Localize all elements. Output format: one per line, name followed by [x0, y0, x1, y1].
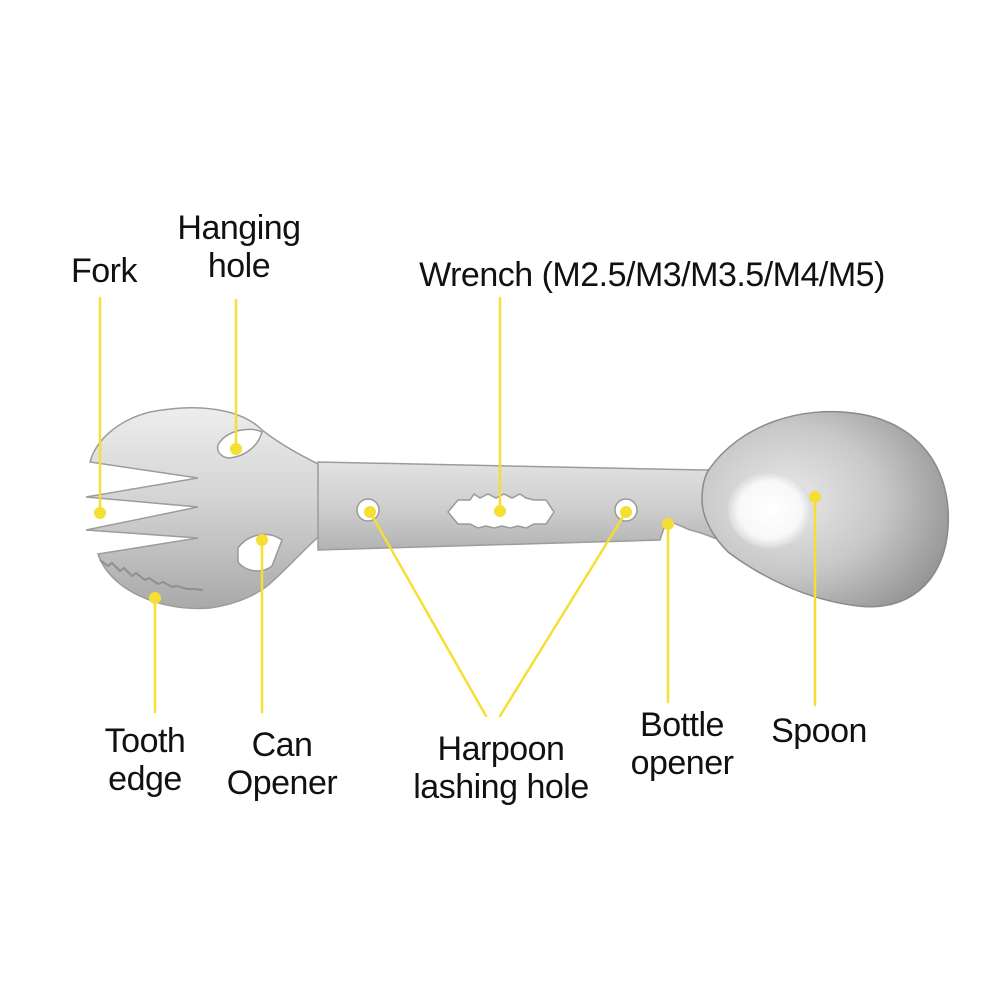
dot-can-opener [256, 534, 268, 546]
dot-fork [94, 507, 106, 519]
marker-dots [94, 443, 821, 604]
can-opener-notch [237, 533, 283, 572]
hanging-hole [216, 428, 263, 459]
label-hanging-hole-line1: Hanging [177, 209, 301, 247]
label-harpoon-line1: Harpoon [437, 730, 565, 768]
label-can-opener: Can Opener [212, 726, 352, 802]
dot-bottle-opener [662, 518, 674, 530]
label-wrench-text: Wrench (M2.5/M3/M3.5/M4/M5) [419, 256, 885, 294]
label-wrench: Wrench (M2.5/M3/M3.5/M4/M5) [392, 256, 912, 294]
label-bottle-opener-line1: Bottle [640, 706, 724, 744]
label-fork-text: Fork [71, 252, 138, 290]
dot-hanging-hole [230, 443, 242, 455]
dot-harpoon-left [364, 506, 376, 518]
spoon-bowl [701, 410, 950, 608]
label-hanging-hole-line2: hole [207, 247, 271, 285]
dot-harpoon-right [620, 506, 632, 518]
label-tooth-edge-line2: edge [108, 760, 182, 798]
label-can-opener-line2: Opener [226, 764, 338, 802]
label-fork: Fork [64, 252, 144, 290]
leader-harpoon-right [498, 510, 628, 718]
tooth-edge-serration [99, 559, 204, 591]
label-hanging-hole: Hanging hole [166, 209, 312, 285]
dot-tooth-edge [149, 592, 161, 604]
label-can-opener-line1: Can [251, 726, 313, 764]
dot-wrench [494, 505, 506, 517]
label-bottle-opener-line2: opener [630, 744, 734, 782]
label-spoon: Spoon [756, 712, 882, 750]
label-tooth-edge: Tooth edge [88, 722, 202, 798]
label-harpoon-line2: lashing hole [413, 768, 589, 806]
label-spoon-text: Spoon [771, 712, 867, 750]
fork-head [85, 407, 331, 610]
dot-spoon [809, 491, 821, 503]
leader-lines [98, 296, 817, 718]
leader-harpoon-left [368, 510, 488, 718]
label-bottle-opener: Bottle opener [612, 706, 752, 782]
label-tooth-edge-line1: Tooth [104, 722, 186, 760]
label-harpoon: Harpoon lashing hole [396, 730, 606, 806]
spoon-glare [728, 472, 812, 548]
